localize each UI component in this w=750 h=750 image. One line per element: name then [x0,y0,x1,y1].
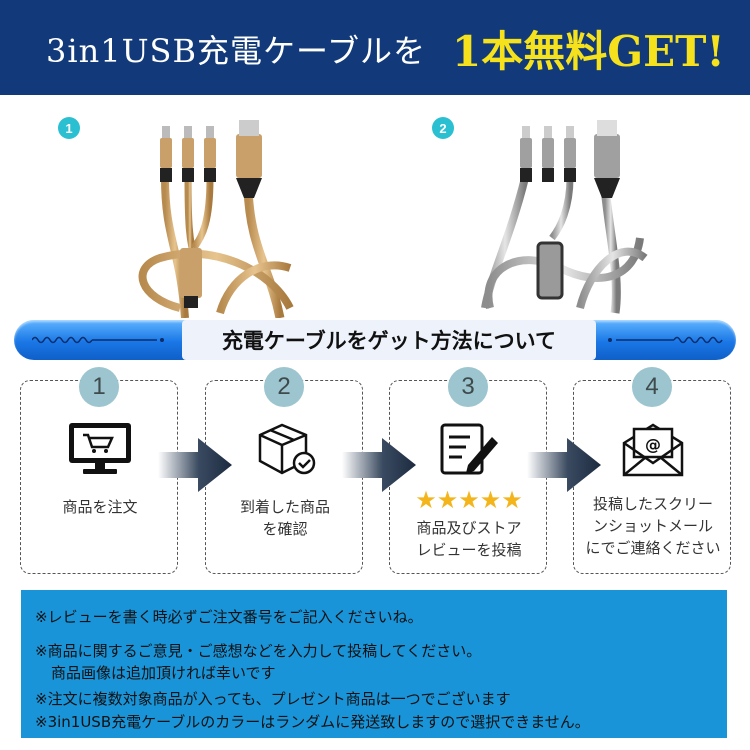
step-3-card: 3 ★★★★★ 商品及びストア レビューを投稿 [389,367,547,574]
step-4-text: 投稿したスクリー ンショットメール にでご連絡ください [585,495,721,557]
arrow-right-icon [527,438,601,492]
step-1-number: 1 [79,367,119,407]
gold-cable-image [138,120,294,318]
mail-icon: @ [622,423,684,477]
step-4-card: 4 @ 投稿したスクリー ンショットメール にでご連絡ください [573,367,731,574]
product-badge-1: 1 [58,117,80,139]
arrow-right-icon [342,438,416,492]
header-title: 3in1USB充電ケーブルを [46,32,427,70]
section-title: 充電ケーブルをゲット方法について [221,329,557,353]
step-2-number: 2 [264,367,304,407]
review-edit-icon [440,423,498,475]
silver-cable-image [481,120,648,314]
step-2-text: 到着した商品 を確認 [239,498,330,538]
note-line: ※レビューを書く時必ずご注文番号をご記入くださいね。 [35,608,423,626]
arrow-right-icon [158,438,232,492]
note-line: 商品画像は追加頂ければ幸いです [51,664,276,682]
note-line: ※商品に関するご意見・ご感想などを入力して投稿してください。 [35,642,482,660]
product-badge-2: 2 [432,117,454,139]
decorative-wave-right-icon [608,336,723,344]
step-3-text: 商品及びストア レビューを投稿 [416,519,522,559]
step-4-number: 4 [632,367,672,407]
step-2-card: 2 到着した商品 を確認 [205,367,363,574]
decorative-wave-left-icon [32,336,164,344]
step-1-text: 商品を注文 [62,498,138,516]
svg-text:@: @ [645,435,661,454]
section-header-pill: 充電ケーブルをゲット方法について [14,320,736,360]
section-title-box: 充電ケーブルをゲット方法について [182,320,596,360]
step-3-number: 3 [448,367,488,407]
header-highlight: 1本無料GET! [452,27,725,76]
step-1-card: 1 商品を注文 [20,367,178,574]
note-line: ※3in1USB充電ケーブルのカラーはランダムに発送致しますので選択できません。 [35,713,590,731]
rating-stars: ★★★★★ [415,486,523,514]
note-line: ※注文に複数対象商品が入っても、プレゼント商品は一つでございます [35,690,511,708]
notes-panel: ※レビューを書く時必ずご注文番号をご記入くださいね。 ※商品に関するご意見・ご感… [21,590,727,738]
computer-cart-icon [69,423,131,474]
package-check-icon [258,423,316,475]
header-banner: 3in1USB充電ケーブルを 1本無料GET! [0,0,750,95]
